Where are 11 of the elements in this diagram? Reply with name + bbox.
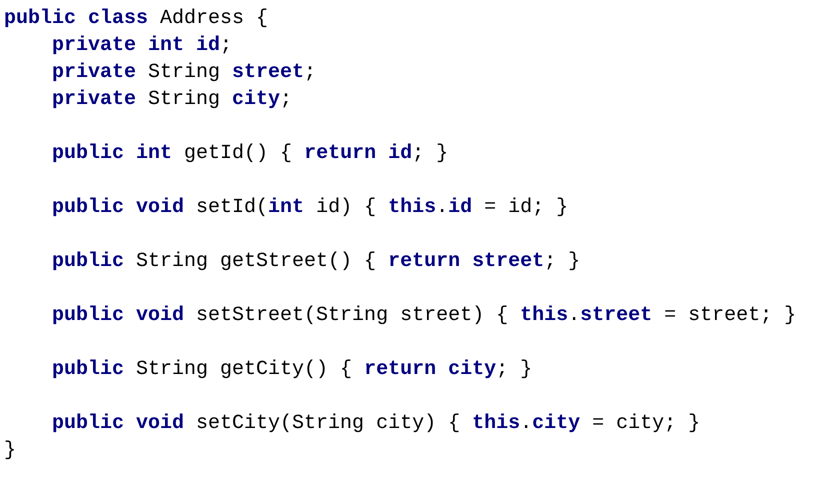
code-line: public class Address { xyxy=(4,7,268,31)
code-line: public void setStreet(String street) { this.street = street; } xyxy=(52,304,796,328)
code-line: public void setId(int id) { this.id = id; } xyxy=(52,196,568,220)
code-line: private int id; xyxy=(52,34,232,58)
code-line: private String street; xyxy=(52,61,316,85)
code-line: } xyxy=(4,439,16,463)
code-line: public String getStreet() { return street; } xyxy=(52,250,580,274)
code-line: public void setCity(String city) { this.city = city; } xyxy=(52,412,700,436)
code-line: public String getCity() { return city; } xyxy=(52,358,532,382)
code-line: public int getId() { return id; } xyxy=(52,142,448,166)
code-line: private String city; xyxy=(52,88,292,112)
